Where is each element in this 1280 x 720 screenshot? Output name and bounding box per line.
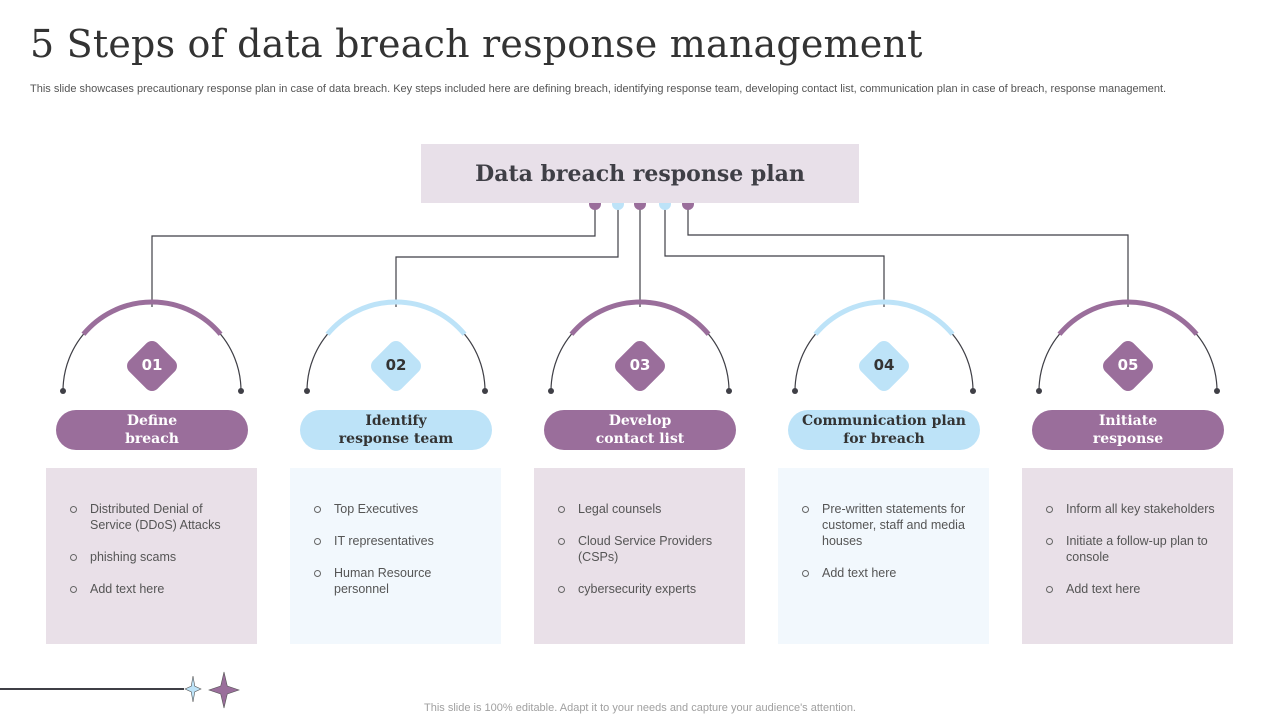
list-item-text: Inform all key stakeholders xyxy=(1066,502,1215,516)
list-item-text: Cloud Service Providers (CSPs) xyxy=(578,534,713,564)
list-item-text: phishing scams xyxy=(90,550,177,564)
step-number: 01 xyxy=(141,356,163,374)
arc-end-dot xyxy=(482,388,488,394)
list-item: Human Resource personnel xyxy=(314,565,489,597)
connector-line xyxy=(664,205,885,307)
arc-end-dot xyxy=(1036,388,1042,394)
page-title: 5 Steps of data breach response manageme… xyxy=(30,22,923,66)
circle-bullet-icon xyxy=(1046,586,1053,593)
step-detail-list: Distributed Denial of Service (DDoS) Att… xyxy=(70,501,245,613)
list-item-text: Add text here xyxy=(822,566,897,580)
circle-bullet-icon xyxy=(558,586,565,593)
list-item-text: Human Resource personnel xyxy=(334,566,432,596)
list-item: Inform all key stakeholders xyxy=(1046,501,1221,517)
arc-end-dot xyxy=(60,388,66,394)
footer-note: This slide is 100% editable. Adapt it to… xyxy=(424,702,856,714)
step-number: 03 xyxy=(629,356,651,374)
list-item-text: cybersecurity experts xyxy=(578,582,697,596)
list-item: Initiate a follow-up plan to console xyxy=(1046,533,1221,565)
arc-end-dot xyxy=(726,388,732,394)
list-item: IT representatives xyxy=(314,533,489,549)
list-item: Top Executives xyxy=(314,501,489,517)
list-item: Add text here xyxy=(802,565,977,581)
step-detail-card: Distributed Denial of Service (DDoS) Att… xyxy=(46,468,257,644)
arc-end-dot xyxy=(970,388,976,394)
step-detail-list: Pre-written statements for customer, sta… xyxy=(802,501,977,597)
list-item-text: Add text here xyxy=(1066,582,1141,596)
step-arc-highlight xyxy=(325,299,467,336)
list-item-text: Pre-written statements for customer, sta… xyxy=(822,502,966,548)
list-item: Add text here xyxy=(1046,581,1221,597)
circle-bullet-icon xyxy=(314,538,321,545)
circle-bullet-icon xyxy=(70,554,77,561)
connector-line xyxy=(395,205,619,307)
list-item: phishing scams xyxy=(70,549,245,565)
list-item: Distributed Denial of Service (DDoS) Att… xyxy=(70,501,245,533)
arc-end-dot xyxy=(548,388,554,394)
circle-bullet-icon xyxy=(558,506,565,513)
connector-line xyxy=(151,205,596,307)
arc-end-dot xyxy=(792,388,798,394)
circle-bullet-icon xyxy=(70,586,77,593)
list-item-text: Legal counsels xyxy=(578,502,662,516)
step-number: 02 xyxy=(385,356,407,374)
circle-bullet-icon xyxy=(802,570,809,577)
list-item-text: IT representatives xyxy=(334,534,434,548)
connector-line xyxy=(687,205,1129,307)
sparkle-icon xyxy=(184,675,202,703)
list-item: Add text here xyxy=(70,581,245,597)
list-item-text: Add text here xyxy=(90,582,165,596)
circle-bullet-icon xyxy=(802,506,809,513)
circle-bullet-icon xyxy=(1046,538,1053,545)
list-item: Pre-written statements for customer, sta… xyxy=(802,501,977,549)
central-plan-label: Data breach response plan xyxy=(475,160,805,187)
list-item: Cloud Service Providers (CSPs) xyxy=(558,533,733,565)
step-arc-highlight xyxy=(813,299,955,336)
step-arc-highlight xyxy=(81,299,223,336)
circle-bullet-icon xyxy=(1046,506,1053,513)
list-item: Legal counsels xyxy=(558,501,733,517)
step-detail-card: Pre-written statements for customer, sta… xyxy=(778,468,989,644)
central-plan-box: Data breach response plan xyxy=(421,144,859,203)
list-item: cybersecurity experts xyxy=(558,581,733,597)
step-arc-highlight xyxy=(569,299,711,336)
step-number: 05 xyxy=(1117,356,1139,374)
step-number: 04 xyxy=(873,356,895,374)
list-item-text: Distributed Denial of Service (DDoS) Att… xyxy=(90,502,221,532)
circle-bullet-icon xyxy=(70,506,77,513)
arc-end-dot xyxy=(238,388,244,394)
sparkle-icon xyxy=(208,671,240,709)
arc-end-dot xyxy=(304,388,310,394)
circle-bullet-icon xyxy=(314,506,321,513)
list-item-text: Top Executives xyxy=(334,502,419,516)
step-arc-highlight xyxy=(1057,299,1199,336)
arc-end-dot xyxy=(1214,388,1220,394)
page-subtitle: This slide showcases precautionary respo… xyxy=(30,83,1167,95)
list-item-text: Initiate a follow-up plan to console xyxy=(1066,534,1208,564)
circle-bullet-icon xyxy=(558,538,565,545)
circle-bullet-icon xyxy=(314,570,321,577)
